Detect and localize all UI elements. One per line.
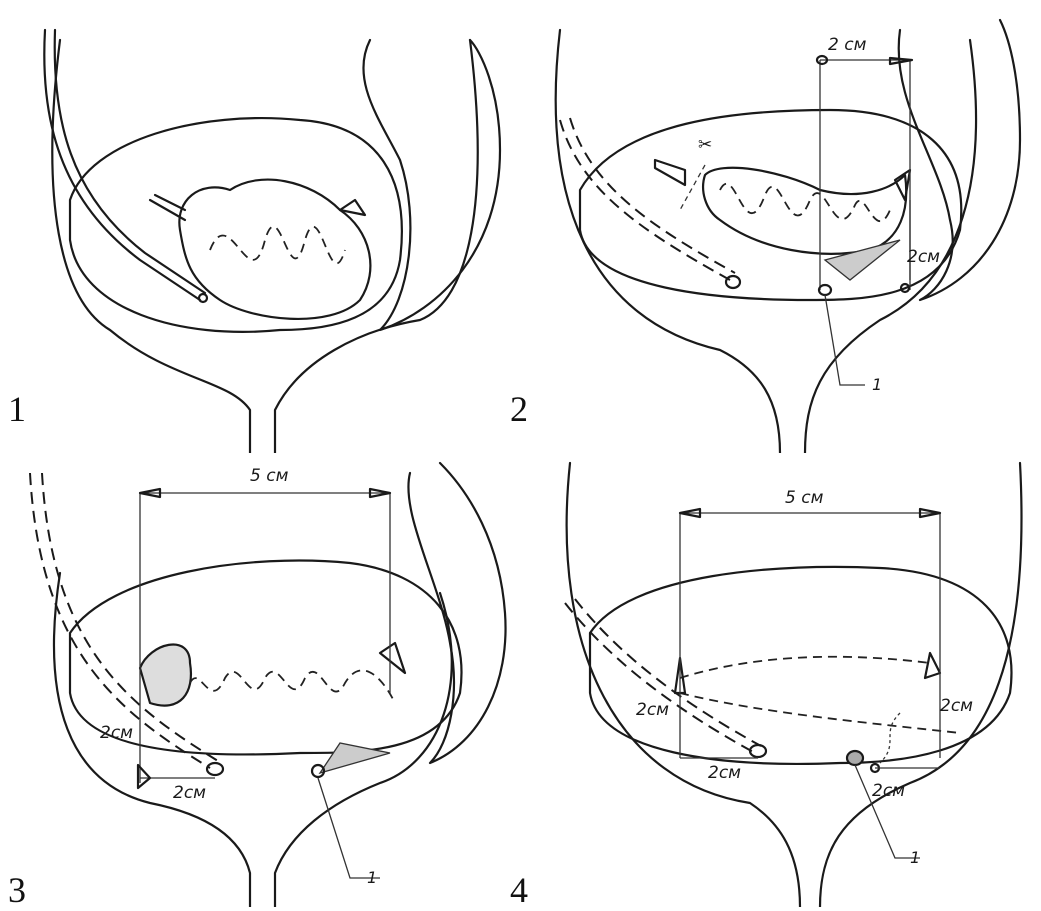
pointer-label: 1 (367, 868, 377, 887)
panel-number: 3 (8, 869, 26, 911)
organ-outline (52, 40, 477, 453)
panel-number: 1 (8, 388, 26, 430)
left-distance-label: 2см (636, 700, 669, 720)
adjacent-organ (363, 40, 500, 330)
bladder-outline (590, 567, 1011, 764)
panel-3: 5 см 2см 2см 1 3 (0, 453, 520, 907)
panel-2: ✂ 2 см 2см 1 2 (520, 0, 1041, 453)
panel-1-drawing (0, 0, 520, 453)
top-distance-label: 5 см (785, 488, 824, 508)
bladder-outline (580, 110, 961, 300)
lower-right-distance-label: 2см (872, 781, 905, 801)
side-distance-label: 2см (907, 247, 940, 267)
organ-outline (556, 30, 976, 453)
panel-2-drawing: ✂ 2 см 2см 1 (520, 0, 1041, 453)
panel-1: 1 (0, 0, 520, 453)
catheter (565, 603, 755, 753)
panel-4-drawing: 5 см 2см 2см 2см 2см 1 (520, 453, 1041, 907)
pointer-label: 1 (910, 848, 920, 867)
tumor-inner (210, 227, 345, 264)
left-distance-label: 2см (100, 723, 133, 743)
resection-outline (680, 657, 960, 733)
top-distance-label: 2 см (828, 35, 867, 55)
panel-number: 2 (510, 388, 528, 430)
organ-outline (567, 463, 1022, 907)
scissors-icon: ✂ (698, 135, 712, 155)
panel-4: 5 см 2см 2см 2см 2см 1 4 (520, 453, 1041, 907)
bladder-outline (70, 118, 402, 332)
catheter-tip (726, 276, 740, 288)
panel-number: 4 (510, 869, 528, 911)
top-distance-label: 5 см (250, 466, 289, 486)
adjacent-organ (408, 463, 505, 763)
catheter (44, 30, 200, 300)
bottom-distance-label: 2см (173, 783, 206, 803)
bottom-distance-label: 2см (708, 763, 741, 783)
catheter-tip (199, 294, 207, 302)
tumor-mass (703, 168, 906, 254)
panel-3-drawing: 5 см 2см 2см 1 (0, 453, 520, 907)
right-distance-label: 2см (940, 696, 973, 716)
tumor-mass (140, 644, 191, 705)
pointer-label: 1 (872, 375, 882, 394)
